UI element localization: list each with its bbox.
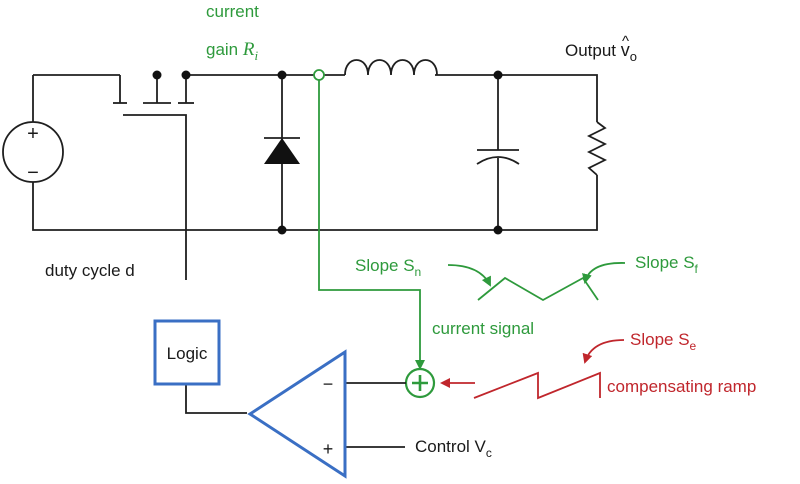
comparator-plus-sign: + (323, 439, 334, 459)
diode (264, 70, 300, 235)
current-gain-label-line1: current (206, 2, 259, 21)
comparator: − + (247, 349, 406, 479)
current-signal-label: current signal (432, 319, 534, 338)
ramp-waveform (473, 371, 601, 400)
logic-block: Logic (153, 319, 247, 414)
compensating-ramp-path (440, 339, 625, 400)
current-sense-wire (318, 80, 425, 370)
summing-junction (404, 367, 436, 399)
source-plus-sign: + (27, 123, 39, 145)
slope-se-pointer (582, 339, 625, 364)
slope-sf-pointer (582, 262, 626, 284)
logic-label: Logic (167, 344, 208, 363)
capacitor (476, 70, 520, 235)
current-gain-label-line2: gain Ri (206, 39, 258, 63)
control-vc-label: Control Vc (415, 437, 492, 460)
output-label: Output vo (565, 40, 637, 64)
current-signal-waveform (447, 262, 626, 302)
resistor (586, 121, 608, 176)
power-stage: + − (2, 59, 608, 280)
comparator-minus-sign: − (323, 374, 334, 394)
top-rail-right (435, 74, 598, 122)
current-sense-path (313, 69, 425, 370)
slope-sn-pointer (447, 264, 491, 287)
duty-cycle-label: duty cycle d (45, 261, 135, 280)
slope-sf-label: Slope Sf (635, 253, 699, 276)
bottom-rail (32, 175, 598, 231)
compensating-ramp-label: compensating ramp (607, 377, 756, 396)
voltage-source: + − (2, 121, 64, 184)
slope-sn-label: Slope Sn (355, 256, 421, 279)
source-minus-sign: − (27, 162, 39, 184)
output-hat: ^ (622, 33, 629, 50)
current-sense-tap (313, 69, 325, 81)
inductor (344, 59, 438, 76)
mosfet-switch (113, 70, 194, 280)
slope-se-label: Slope Se (630, 330, 697, 353)
